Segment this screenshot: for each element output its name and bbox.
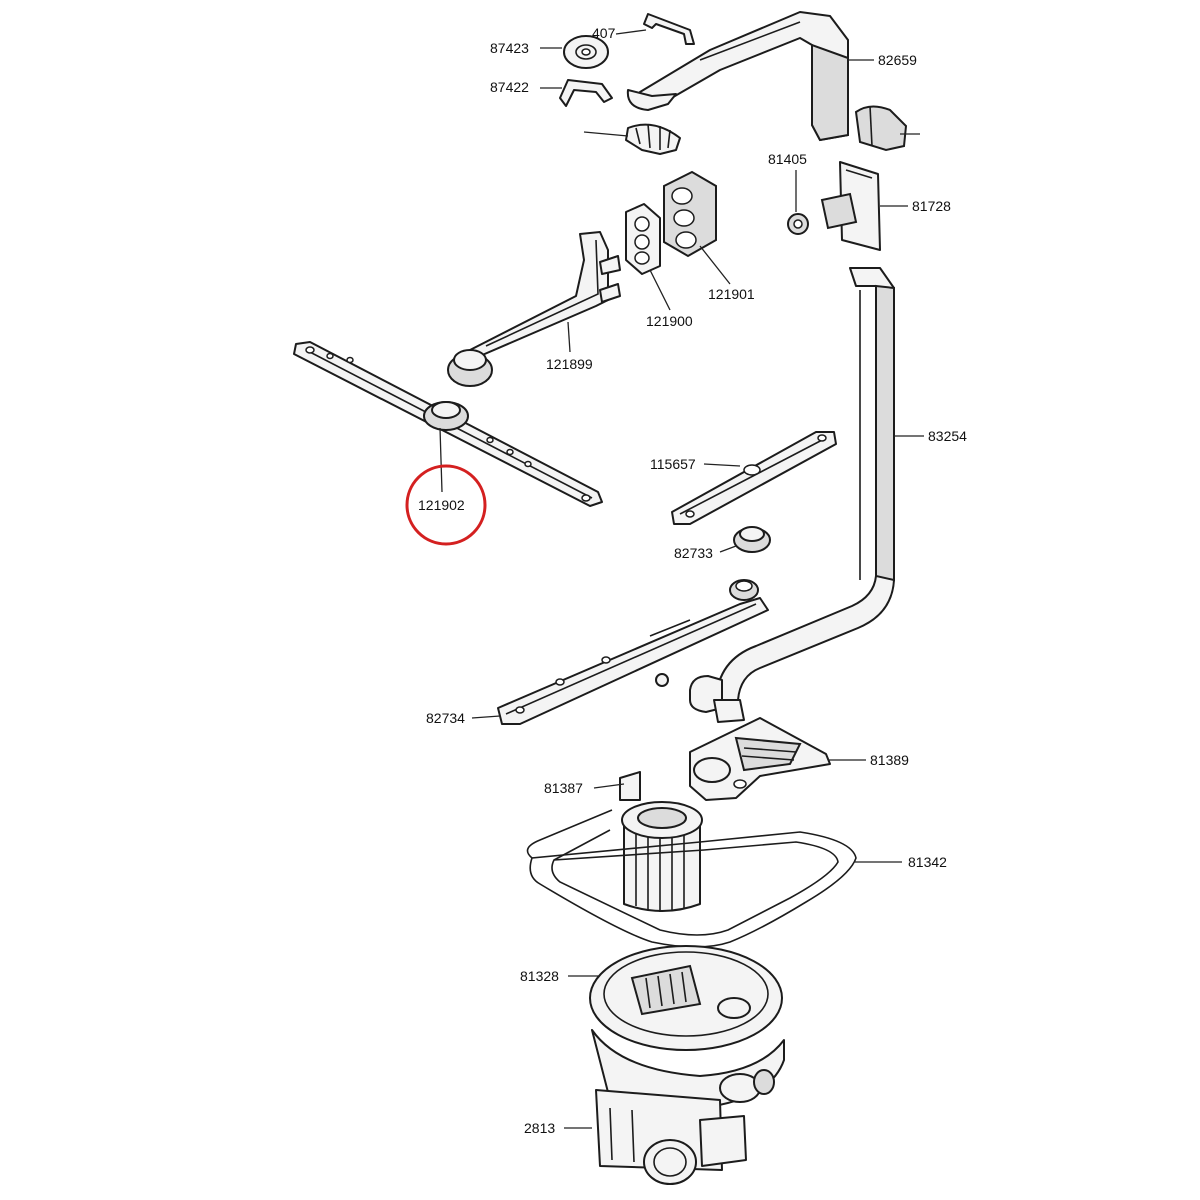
supply-pipe-82659 bbox=[626, 11, 849, 142]
label-83254: 83254 bbox=[928, 428, 967, 444]
spray-feeder-121899 bbox=[447, 231, 621, 387]
label-82659: 82659 bbox=[878, 52, 917, 68]
label-87423: 87423 bbox=[490, 40, 529, 56]
grommet-81405 bbox=[787, 213, 809, 235]
filter-81387 bbox=[619, 771, 703, 912]
label-2813: 2813 bbox=[524, 1120, 555, 1136]
clip-87422 bbox=[559, 79, 613, 107]
label-115657: 115657 bbox=[650, 456, 696, 472]
label-81328: 81328 bbox=[520, 968, 559, 984]
gear-87423 bbox=[563, 35, 609, 69]
label-87422: 87422 bbox=[490, 79, 529, 95]
spray-arm-115657 bbox=[671, 431, 837, 525]
spray-arm-82734 bbox=[497, 579, 769, 725]
connector-81728 bbox=[820, 161, 881, 251]
label-121900: 121900 bbox=[646, 313, 693, 329]
label-81389: 81389 bbox=[870, 752, 909, 768]
nut-82733 bbox=[733, 526, 771, 553]
spray-arm-121902 bbox=[293, 341, 603, 507]
riser-pipe-83254 bbox=[689, 267, 895, 723]
label-121901: 121901 bbox=[708, 286, 755, 302]
bracket-407 bbox=[643, 13, 695, 45]
gasket-81342 bbox=[526, 809, 857, 948]
fan-clip bbox=[625, 123, 681, 155]
highlight-circle bbox=[405, 464, 487, 546]
manifold-121901 bbox=[663, 170, 717, 258]
label-81342: 81342 bbox=[908, 854, 947, 870]
label-82734: 82734 bbox=[426, 710, 465, 726]
label-81405: 81405 bbox=[768, 151, 807, 167]
label-121902: 121902 bbox=[418, 497, 465, 513]
end-cap bbox=[854, 105, 908, 152]
leader-lines bbox=[439, 29, 924, 1129]
gasket-121900 bbox=[625, 203, 661, 275]
label-407: 407 bbox=[592, 25, 616, 41]
label-81728: 81728 bbox=[912, 198, 951, 214]
label-121899: 121899 bbox=[546, 356, 593, 372]
filter-plate-81389 bbox=[689, 717, 831, 801]
label-82733: 82733 bbox=[674, 545, 713, 561]
label-81387: 81387 bbox=[544, 780, 583, 796]
sump-ring-81328 bbox=[589, 945, 783, 1051]
sump-housing-2813 bbox=[591, 1029, 785, 1185]
